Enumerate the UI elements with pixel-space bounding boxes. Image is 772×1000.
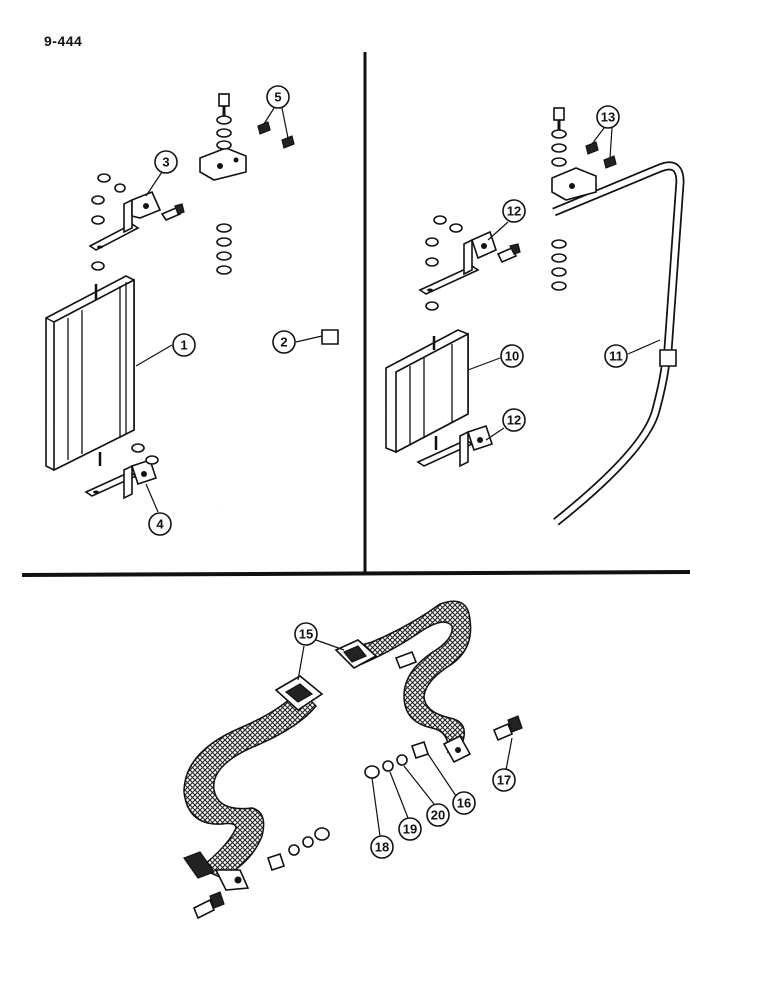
bracket-bolt <box>160 203 185 221</box>
svg-text:1: 1 <box>180 338 187 353</box>
anchor-bolt-right <box>492 715 523 742</box>
armrest-pad <box>45 275 135 472</box>
callout-5: 5 <box>263 85 290 139</box>
right-hardware-upper <box>425 215 463 311</box>
armrest-rod-right <box>552 161 685 526</box>
anchor-bolt-left <box>192 891 225 920</box>
belt-hardware-right <box>364 740 430 779</box>
callout-12-upper: 12 <box>487 199 526 241</box>
callout-12-lower: 12 <box>485 408 526 441</box>
svg-text:16: 16 <box>457 796 471 811</box>
callout-4: 4 <box>145 483 172 536</box>
svg-text:18: 18 <box>375 840 389 855</box>
belt-buckle-male <box>274 675 324 712</box>
belt-end-plate-right <box>442 734 472 764</box>
upper-bracket <box>88 190 162 251</box>
callout-10: 10 <box>467 344 524 371</box>
svg-text:20: 20 <box>431 808 445 823</box>
right-bracket-bolt <box>496 243 521 264</box>
svg-text:12: 12 <box>507 204 521 219</box>
lower-bracket-right <box>416 424 494 468</box>
callout-15: 15 <box>294 622 345 681</box>
svg-text:13: 13 <box>601 110 615 125</box>
svg-text:11: 11 <box>609 349 623 364</box>
callout-20: 20 <box>403 765 450 827</box>
horizontal-divider <box>21 570 691 577</box>
callout-11: 11 <box>604 339 661 368</box>
svg-text:10: 10 <box>505 349 519 364</box>
rod-mount-plate <box>199 147 247 181</box>
belt-hardware-left <box>266 827 330 872</box>
svg-text:5: 5 <box>274 90 281 105</box>
svg-text:12: 12 <box>507 413 521 428</box>
svg-text:17: 17 <box>497 773 511 788</box>
callout-1: 1 <box>135 333 196 367</box>
rod-mount-hardware-right <box>551 107 617 291</box>
short-armrest-pad <box>385 329 469 454</box>
lower-bracket <box>84 458 158 500</box>
belt-buckle-female <box>334 639 418 670</box>
svg-text:15: 15 <box>299 627 313 642</box>
rod-mount-plate-right <box>551 167 597 201</box>
page-number: 9-444 <box>44 33 83 49</box>
svg-text:4: 4 <box>156 517 164 532</box>
callout-3: 3 <box>145 150 178 197</box>
callout-19: 19 <box>389 771 422 841</box>
svg-text:3: 3 <box>162 155 169 170</box>
callout-18: 18 <box>370 777 394 859</box>
svg-text:2: 2 <box>280 335 287 350</box>
callout-2: 2 <box>272 330 323 354</box>
callout-16: 16 <box>427 753 476 815</box>
callout-13: 13 <box>591 105 620 159</box>
upper-bracket-right <box>418 230 497 295</box>
armrest-rod <box>215 155 343 508</box>
callout-17: 17 <box>492 737 516 792</box>
seat-belt-right-strap <box>350 600 472 754</box>
left-hardware-upper <box>91 173 126 271</box>
belt-end-plate-left <box>183 851 250 891</box>
left-hardware-lower <box>131 443 159 465</box>
svg-text:19: 19 <box>403 822 417 837</box>
